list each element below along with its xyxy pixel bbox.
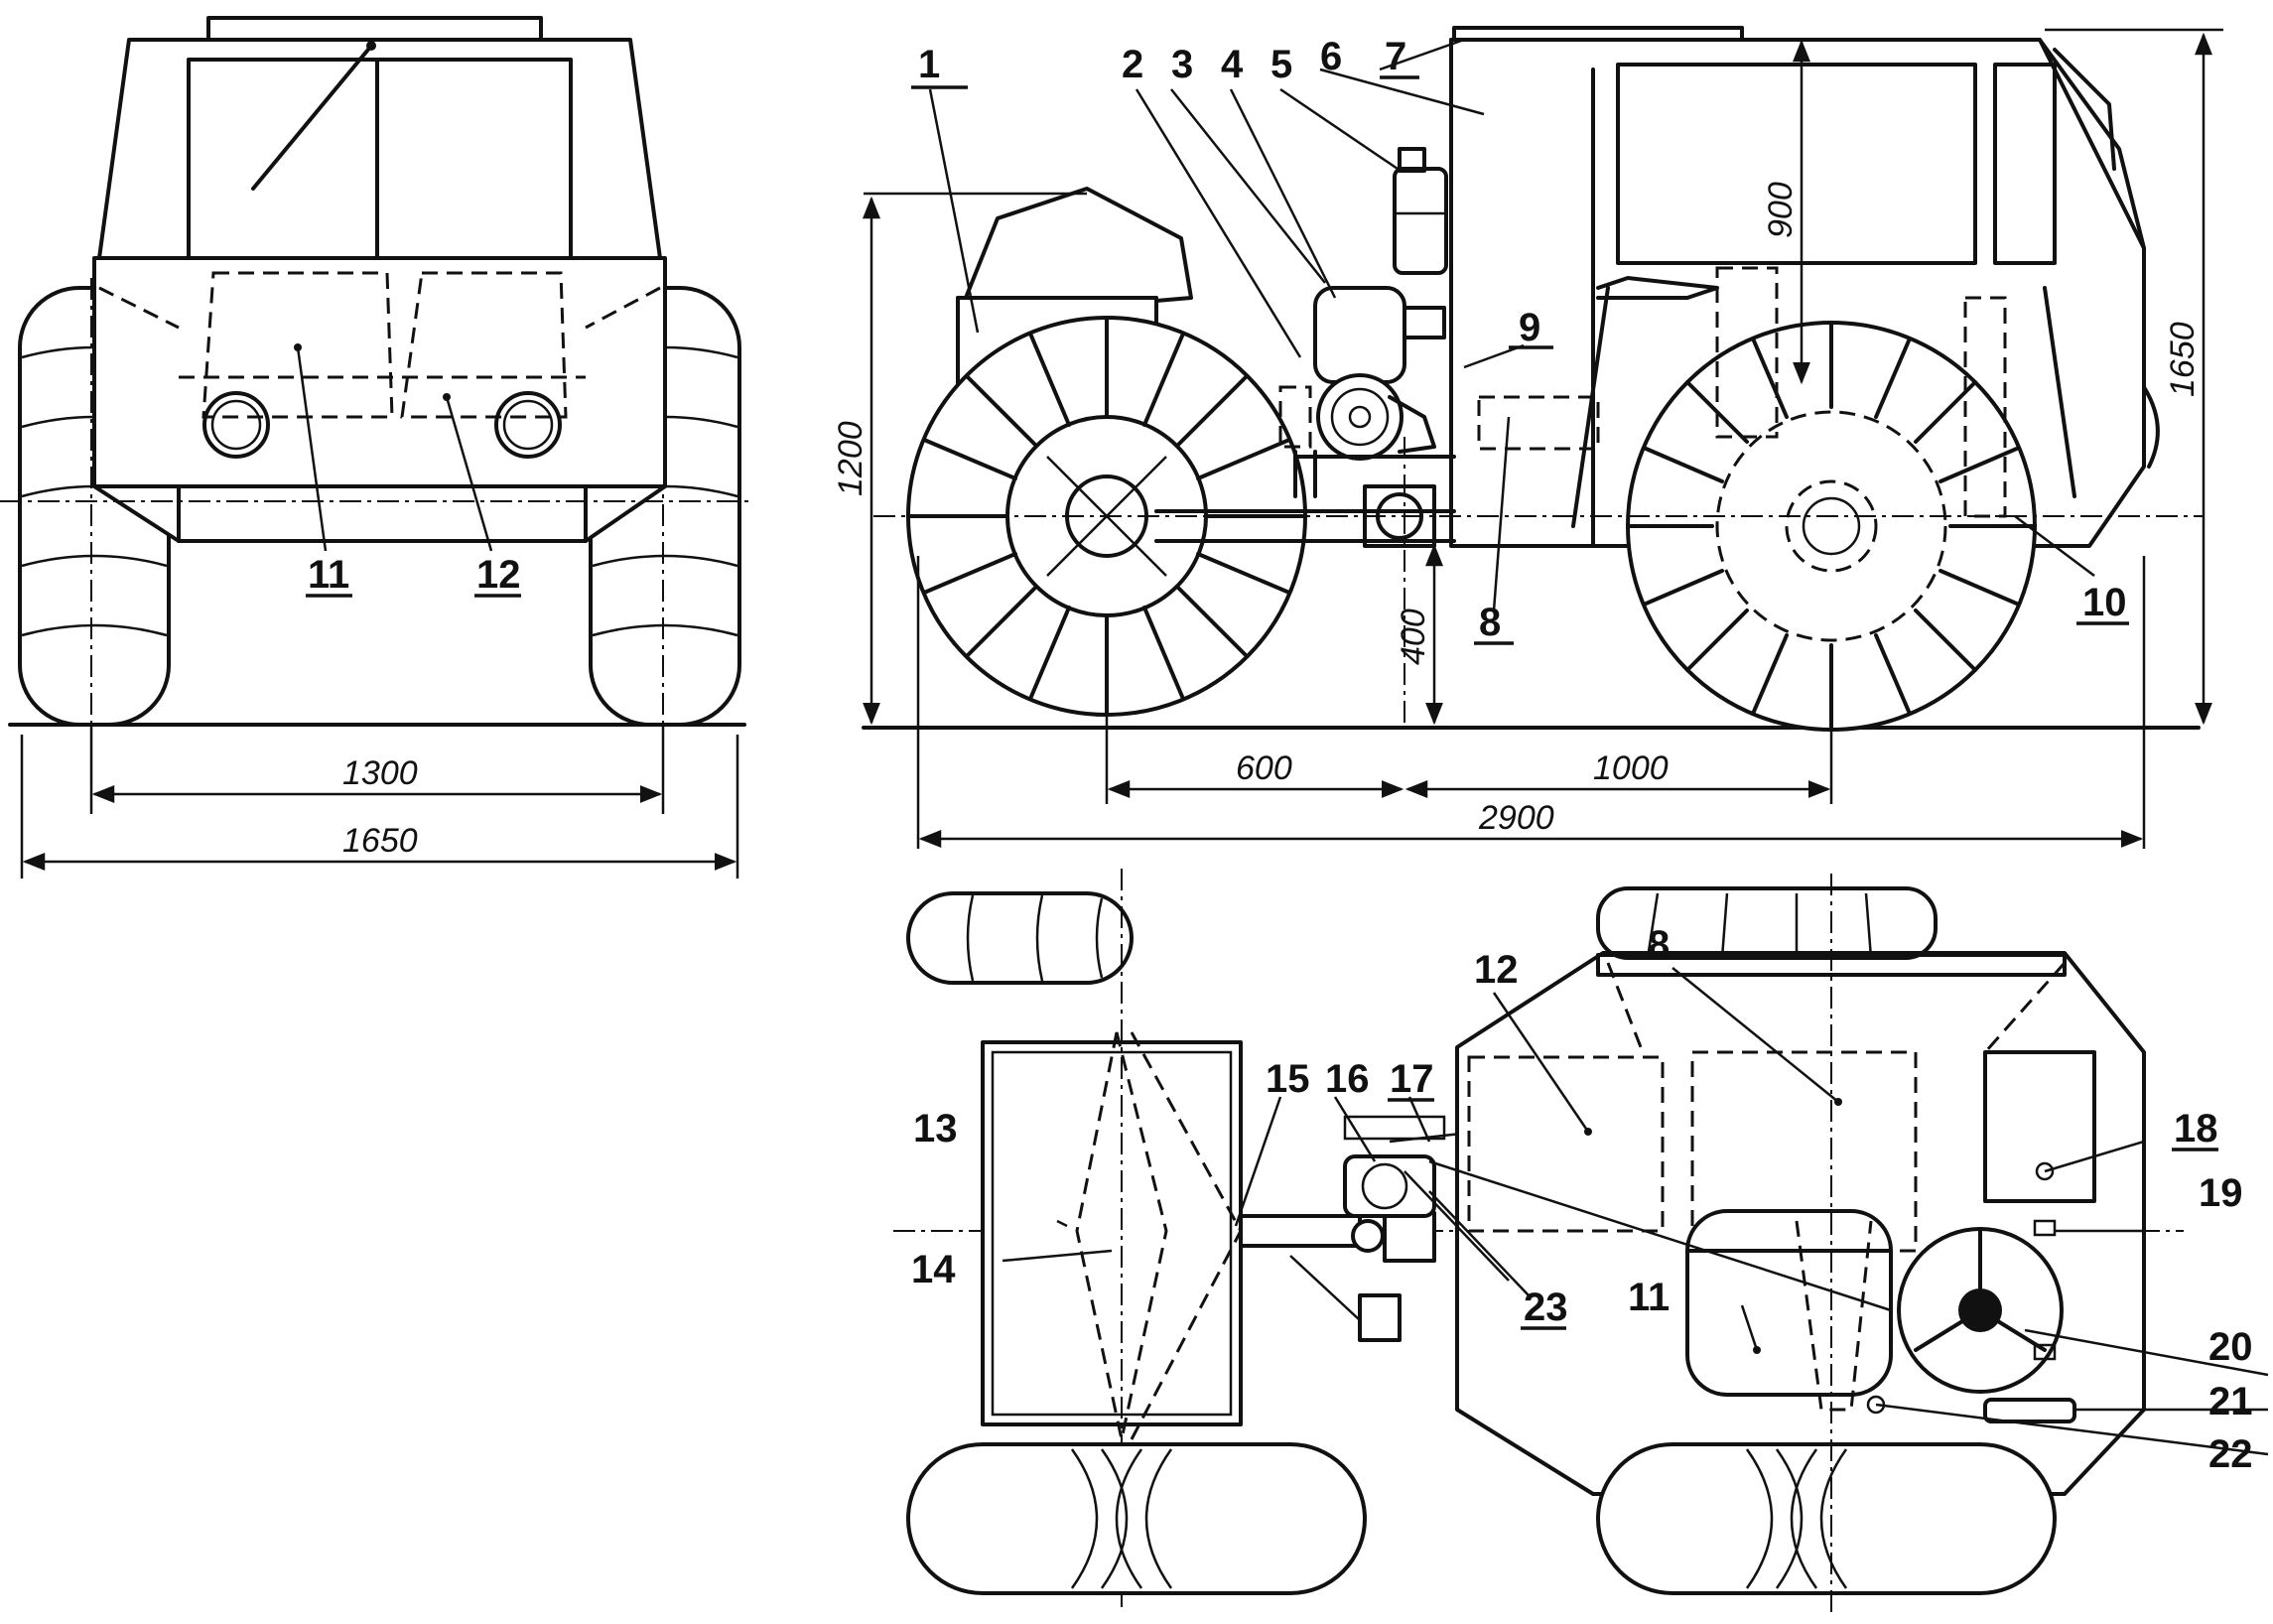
- callout-2: 2: [1122, 43, 1143, 86]
- callout-15: 15: [1266, 1057, 1310, 1101]
- callout-21: 21: [2208, 1380, 2253, 1423]
- dim-side-height-1650: 1650: [2164, 322, 2202, 397]
- callout-11: 11: [308, 553, 349, 597]
- top-view-cab: [1455, 874, 2146, 1618]
- dim-side-900: 900: [1762, 182, 1800, 238]
- side-view-callout-leaders: [928, 38, 2095, 611]
- top-view-callout-leaders: [1002, 967, 2269, 1456]
- front-view: 11 12 1300 1650: [0, 16, 754, 879]
- right-headlight: [494, 391, 562, 459]
- dim-side-400: 400: [1395, 609, 1432, 665]
- top-view-seat: [1685, 1209, 1893, 1397]
- callout-14: 14: [911, 1248, 956, 1291]
- dim-front-track: 1300: [342, 754, 418, 792]
- callout-5: 5: [1270, 43, 1292, 86]
- callout-8: 8: [1479, 601, 1501, 644]
- side-view-fuel-tank: [1477, 395, 1600, 451]
- top-view-rear-body: [981, 1040, 1243, 1426]
- callout-4: 4: [1221, 43, 1244, 86]
- top-view: 12 8 13 14 15 16 17 23 11 18 19 20 21 22: [893, 869, 2269, 1618]
- left-headlight: [202, 391, 270, 459]
- callout-12: 12: [476, 553, 521, 597]
- callout-8-top: 8: [1648, 923, 1670, 967]
- side-view-lamp: [1393, 167, 1448, 275]
- callout-9: 9: [1519, 306, 1540, 349]
- callout-16: 16: [1325, 1057, 1370, 1101]
- callout-20: 20: [2208, 1325, 2253, 1369]
- callout-11-top: 11: [1628, 1276, 1670, 1319]
- side-view-engine: [1278, 286, 1456, 548]
- callout-18: 18: [2174, 1107, 2218, 1150]
- top-view-front-tire: [1596, 1442, 2057, 1595]
- callout-17: 17: [1390, 1057, 1434, 1101]
- callout-1: 1: [918, 43, 940, 86]
- dim-side-1000: 1000: [1593, 749, 1669, 787]
- dim-side-height-1200: 1200: [832, 421, 869, 496]
- front-view-cab: [0, 16, 754, 543]
- dim-front-width: 1650: [342, 822, 418, 860]
- callout-3: 3: [1171, 43, 1193, 86]
- callout-7: 7: [1385, 35, 1406, 78]
- callout-12-top: 12: [1474, 948, 1519, 992]
- dim-side-length: 2900: [1478, 799, 1554, 837]
- callout-22: 22: [2208, 1432, 2253, 1476]
- wiper: [251, 43, 374, 191]
- callout-19: 19: [2199, 1171, 2243, 1215]
- side-view: 1 2 3 4 5 6 7 9 8 10 1200 1650 900 400 6…: [832, 26, 2223, 849]
- top-view-battery: [1358, 1293, 1402, 1342]
- callout-13: 13: [913, 1107, 958, 1150]
- callout-6: 6: [1320, 35, 1342, 78]
- callout-10: 10: [2082, 581, 2127, 624]
- top-view-rear-left-tire: [906, 891, 1134, 985]
- top-view-rear-right-tire: [906, 1442, 1367, 1595]
- dim-side-600: 600: [1236, 749, 1292, 787]
- callout-23: 23: [1524, 1286, 1568, 1329]
